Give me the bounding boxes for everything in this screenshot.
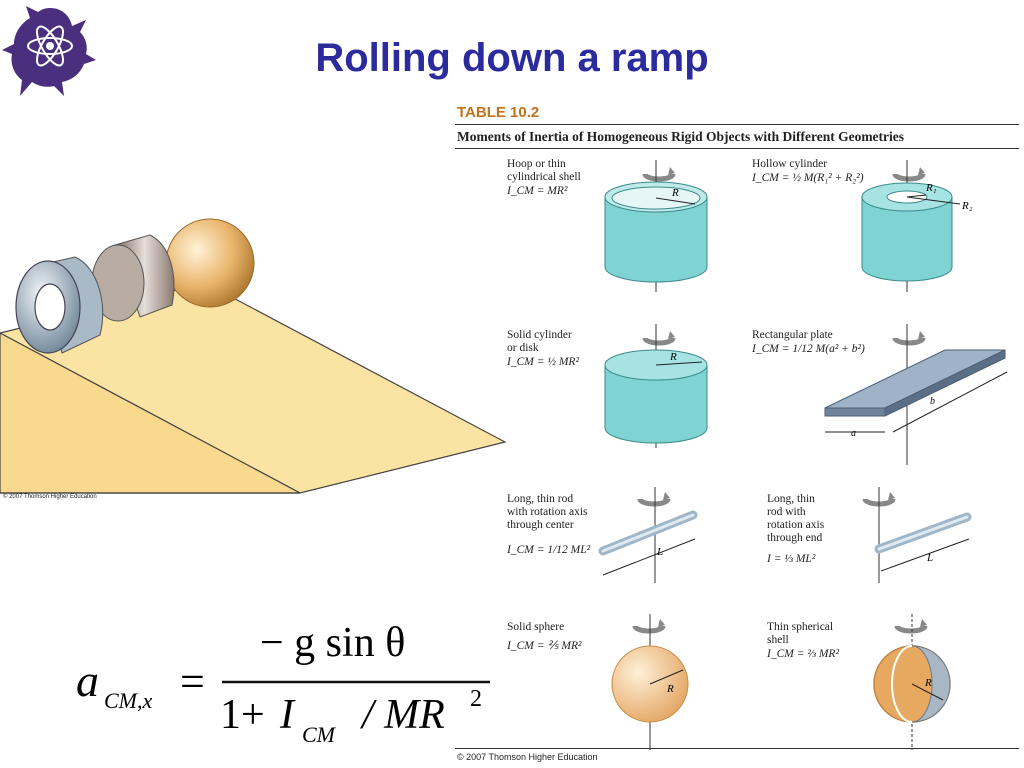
svg-text:=: =	[180, 657, 205, 706]
rod-end-figure: L	[862, 487, 972, 583]
rod-center-figure: L	[598, 487, 698, 583]
horned-lizard-atom-logo	[2, 6, 96, 96]
svg-text:1+: 1+	[220, 692, 265, 738]
cell-hollow-cylinder: Hollow cylinder I_CM = ½ M(R₁² + R₂²)	[752, 158, 864, 184]
ramp-illustration	[0, 218, 507, 494]
table-caption: Moments of Inertia of Homogeneous Rigid …	[457, 129, 905, 144]
hoop-figure: R	[604, 160, 708, 292]
svg-text:a: a	[76, 655, 99, 706]
svg-text:a: a	[851, 428, 856, 439]
svg-text:/ MR: / MR	[360, 692, 445, 738]
rolling-hollow-cylinder	[15, 256, 104, 354]
svg-text:2: 2	[470, 686, 482, 712]
cell-solid-sphere: Solid sphere I_CM = ⅖ MR²	[507, 621, 582, 652]
table-bottom-rule	[455, 748, 1019, 749]
svg-text:R: R	[671, 187, 679, 199]
svg-text:− g sin θ: − g sin θ	[260, 620, 405, 666]
hollow-cylinder-figure: R₁ R₂	[861, 160, 973, 292]
svg-text:R₂: R₂	[961, 200, 973, 212]
table-heading: TABLE 10.2	[457, 104, 540, 121]
table-credit: © 2007 Thomson Higher Education	[457, 752, 598, 762]
solid-sphere-figure: R	[611, 614, 689, 750]
rectangular-plate-figure: a b	[824, 324, 1008, 465]
rolling-sphere	[165, 218, 255, 308]
cell-rectangular-plate: Rectangular plate I_CM = 1/12 M(a² + b²)	[752, 329, 865, 355]
svg-text:b: b	[930, 396, 935, 407]
svg-text:CM,x: CM,x	[104, 688, 153, 713]
table-top-rule	[455, 124, 1019, 125]
svg-text:L: L	[926, 552, 933, 564]
table-caption-rule	[455, 148, 1019, 149]
spherical-shell-figure: R	[873, 614, 951, 750]
svg-text:R: R	[666, 683, 674, 695]
svg-text:I: I	[279, 692, 296, 738]
svg-text:CM: CM	[302, 722, 337, 747]
solid-cylinder-figure: R	[604, 324, 708, 448]
svg-text:R: R	[924, 677, 932, 689]
rolling-solid-cylinder	[91, 234, 175, 322]
ramp-copyright: © 2007 Thomson Higher Education	[3, 494, 97, 500]
svg-text:R: R	[669, 351, 677, 363]
svg-text:R₁: R₁	[925, 182, 937, 194]
svg-text:L: L	[656, 546, 663, 558]
slide-title: Rolling down a ramp	[315, 36, 709, 80]
rolling-acceleration-equation: a CM,x = − g sin θ 1+ I CM / MR 2	[76, 620, 490, 747]
